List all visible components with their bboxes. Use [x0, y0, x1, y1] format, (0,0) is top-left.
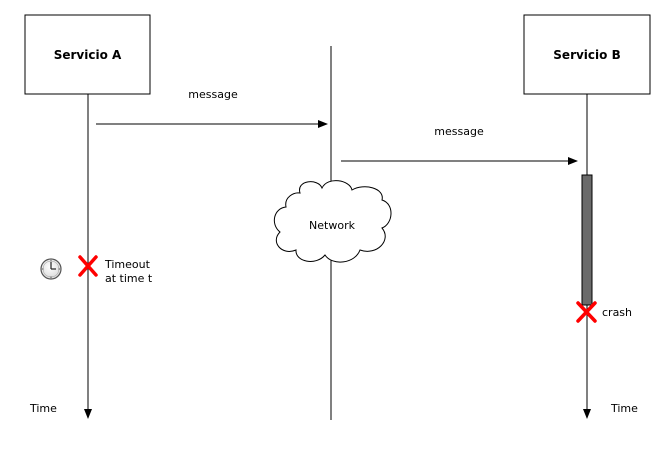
clock-icon	[40, 258, 62, 280]
participant-label-service-a: Servicio A	[54, 48, 122, 62]
message-network-to-b: message	[341, 125, 578, 165]
time-label-right: Time	[610, 402, 638, 415]
message-label-1: message	[188, 88, 238, 101]
timeout-x-icon	[78, 255, 98, 277]
network-label: Network	[309, 219, 356, 232]
participant-service-a: Servicio A	[24, 14, 151, 95]
network-cloud: Network	[273, 180, 392, 263]
message-label-2: message	[434, 125, 484, 138]
crash-x-icon	[576, 301, 597, 323]
message-a-to-network: message	[96, 88, 328, 128]
cloud-icon	[273, 180, 392, 263]
activation-bar-service-b	[581, 174, 593, 306]
timeout-label-line1: Timeout	[104, 258, 151, 271]
timeout-label-line2: at time t	[105, 272, 153, 285]
crash-label: crash	[602, 306, 632, 319]
time-label-left: Time	[29, 402, 57, 415]
participant-service-b: Servicio B	[523, 14, 651, 95]
participant-label-service-b: Servicio B	[553, 48, 620, 62]
